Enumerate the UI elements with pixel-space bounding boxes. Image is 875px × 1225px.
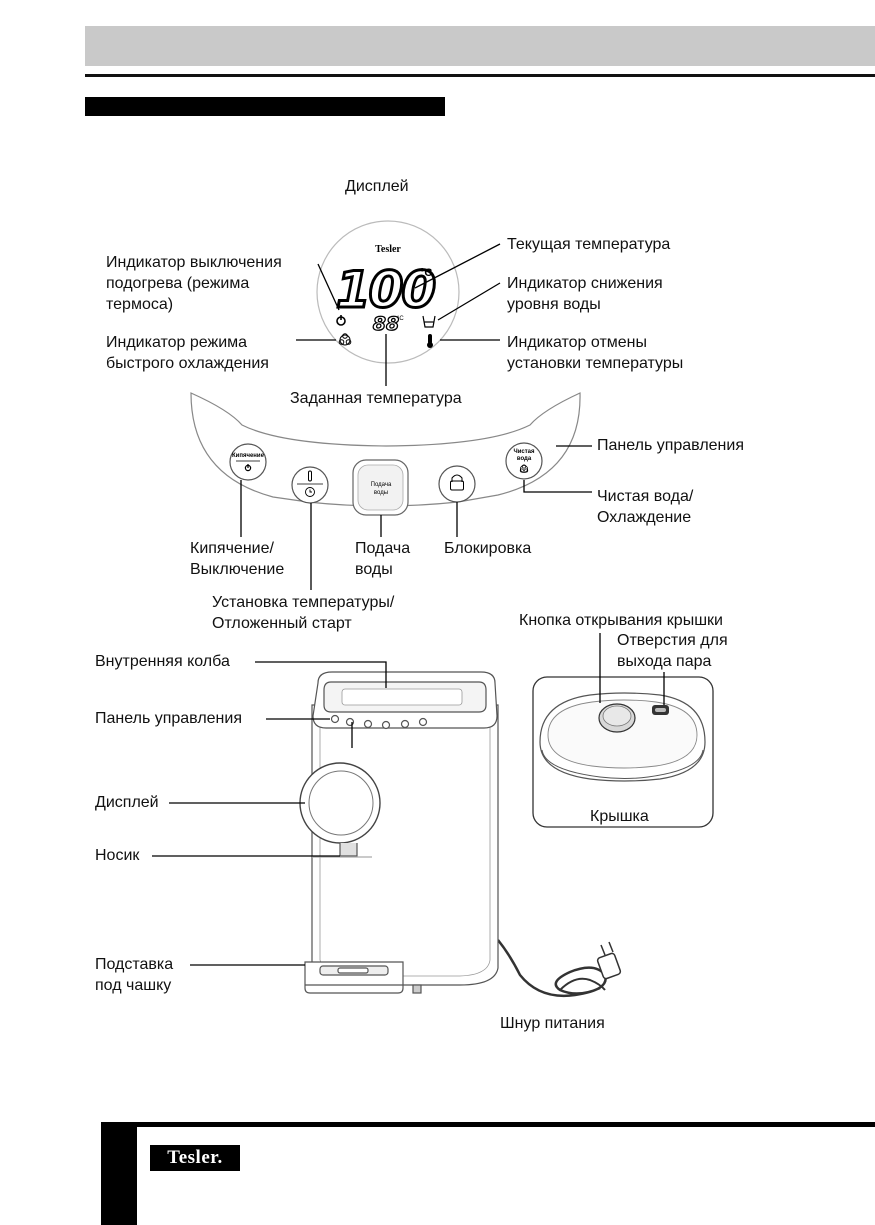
header-rule <box>85 74 875 77</box>
kettle-illustration <box>299 671 622 997</box>
label-cup-stand: Подставка под чашку <box>95 956 174 994</box>
display-section-title: Дисплей <box>345 178 409 195</box>
boil-button-graphic: Кипячение <box>229 443 267 481</box>
panel-leader-lines <box>240 445 592 590</box>
label-pure-water-cooling: Чистая вода/ Охлаждение <box>597 488 694 526</box>
label-lid: Крышка <box>590 808 649 825</box>
fan-indicator-icon <box>338 333 352 346</box>
water-level-indicator-icon <box>422 315 436 328</box>
section-title-bar <box>85 97 445 116</box>
current-temp-unit: °C <box>420 267 432 279</box>
display-leader-lines <box>296 243 501 386</box>
water-supply-button-graphic: Подача воды <box>352 459 409 516</box>
label-power-cord: Шнур питания <box>500 1015 605 1032</box>
lock-button-graphic <box>438 465 476 503</box>
label-control-panel: Панель управления <box>597 437 744 454</box>
pure-water-button-graphic: Чистая вода <box>505 442 543 480</box>
power-indicator-icon <box>336 315 346 326</box>
label-temp-setting: Установка температуры/ Отложенный старт <box>212 594 395 632</box>
footer-rule <box>101 1122 875 1127</box>
label-steam-holes: Отверстия для выхода пара <box>617 632 728 670</box>
control-panel-illustration: Кипячение Подача воды Чи <box>190 392 581 516</box>
footer-logo: Tesler. <box>150 1145 240 1171</box>
label-temp-cancel-indicator: Индикатор отмены установки температуры <box>507 334 684 372</box>
header-bar <box>85 26 875 66</box>
kettle-leader-lines <box>152 661 387 966</box>
lid-leader-lines <box>599 633 665 705</box>
label-device-display: Дисплей <box>95 794 159 811</box>
current-temp-readout: 100 <box>336 261 436 319</box>
label-spout: Носик <box>95 847 140 864</box>
display-illustration: Tesler 100 °C 88 °C <box>316 220 460 364</box>
label-heating-off-indicator: Индикатор выключения подогрева (режима т… <box>106 254 282 313</box>
footer-side-block <box>101 1122 137 1225</box>
label-lid-open-button: Кнопка открывания крышки <box>519 612 723 629</box>
water-supply-button-line2: воды <box>374 490 388 496</box>
pure-water-button-line2: вода <box>517 456 532 462</box>
thermometer-indicator-icon <box>427 334 433 348</box>
label-water-supply: Подача воды <box>355 540 411 578</box>
label-boil-off: Кипячение/ Выключение <box>190 540 285 578</box>
lid-illustration <box>532 676 714 828</box>
label-water-level-indicator: Индикатор снижения уровня воды <box>507 275 663 313</box>
label-inner-flask: Внутренняя колба <box>95 653 230 670</box>
pure-water-button-line1: Чистая <box>513 449 535 455</box>
temperature-button-graphic <box>291 466 329 504</box>
label-fast-cooling-indicator: Индикатор режима быстрого охлаждения <box>106 334 269 372</box>
boil-button-label: Кипячение <box>232 453 265 459</box>
display-brand: Tesler <box>375 244 401 255</box>
label-lock: Блокировка <box>444 540 532 557</box>
set-temp-unit: °C <box>397 316 404 322</box>
label-current-temperature: Текущая температура <box>507 236 671 253</box>
label-set-temperature: Заданная температура <box>290 390 462 407</box>
label-device-control-panel: Панель управления <box>95 710 242 727</box>
water-supply-button-line1: Подача <box>371 482 392 488</box>
set-temp-readout: 88 <box>373 313 399 335</box>
